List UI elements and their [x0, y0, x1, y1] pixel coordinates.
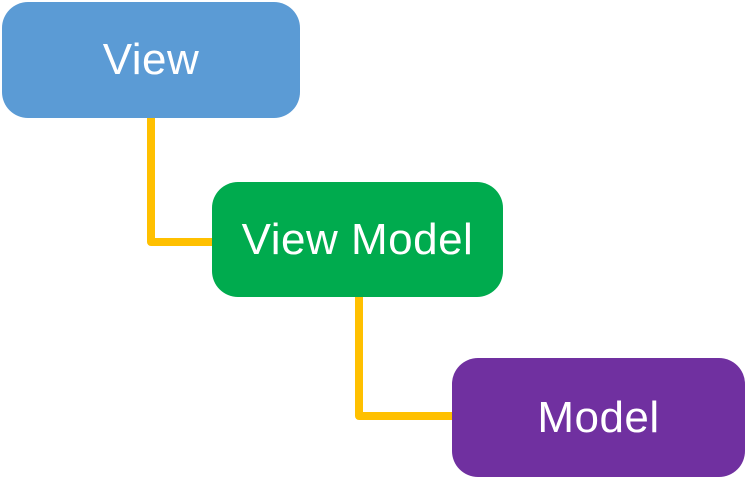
node-view-model: View Model — [212, 182, 503, 297]
connector-view-to-viewmodel — [147, 108, 218, 246]
node-view: View — [2, 2, 300, 118]
node-model-label: Model — [537, 392, 660, 442]
node-model: Model — [452, 358, 745, 477]
node-view-label: View — [102, 35, 200, 84]
node-view-model-label: View Model — [241, 214, 474, 264]
connector-viewmodel-to-model — [355, 288, 458, 420]
